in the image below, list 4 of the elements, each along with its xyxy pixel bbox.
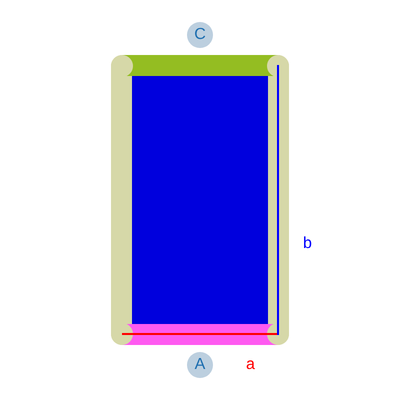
letter-circle: A (187, 352, 213, 378)
dimension-label: a (246, 357, 255, 373)
dimension-label: b (303, 236, 312, 252)
letter-circle: C (187, 22, 213, 48)
